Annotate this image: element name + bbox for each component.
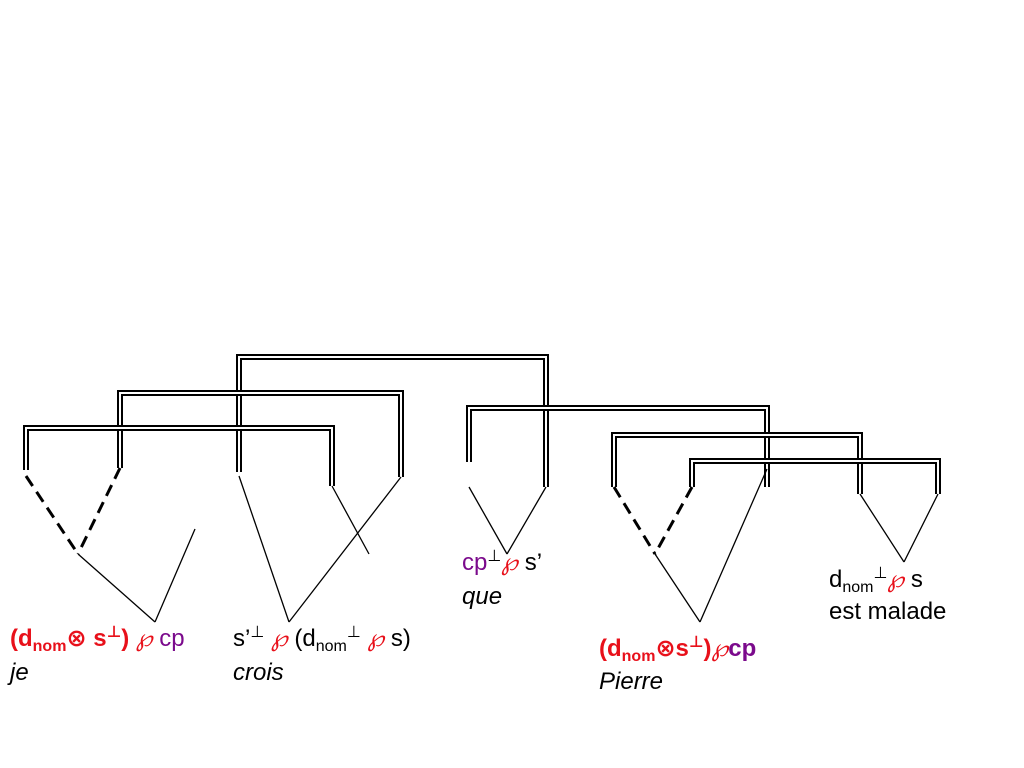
word-est-malade: est malade [829, 598, 947, 625]
tensor-edge-2 [612, 486, 657, 555]
axiom-link-4 [611, 432, 863, 494]
par-icon: ℘ [887, 565, 905, 593]
par-icon: ℘ [501, 548, 519, 576]
tree-edge-9 [859, 493, 905, 563]
axiom-link-gap-3 [468, 407, 768, 487]
par-icon: ℘ [135, 624, 153, 652]
tree-edge-4 [331, 485, 370, 555]
tree-edge-7 [654, 553, 701, 623]
axiom-link-gap-0 [238, 356, 547, 487]
tree-edge-8 [699, 468, 768, 623]
word-crois: crois [233, 659, 284, 686]
tree-edge-2 [238, 475, 290, 623]
axiom-link-5 [689, 458, 941, 494]
axiom-link-1 [117, 390, 404, 477]
tensor-edge-0 [24, 475, 80, 555]
axiom-link-2 [23, 425, 335, 486]
formula-pierre: (dnom⊗s⊥)℘cp [599, 634, 757, 665]
par-icon: ℘ [270, 624, 288, 652]
tree-edge-3 [288, 476, 402, 623]
tree-edge-1 [154, 528, 196, 623]
axiom-links [23, 354, 941, 494]
axiom-link-0 [236, 354, 549, 487]
word-que: que [462, 583, 503, 610]
axiom-link-gap-2 [25, 427, 333, 486]
word-je: je [10, 659, 29, 686]
tensor-edge-1 [76, 467, 122, 555]
trees [24, 467, 939, 623]
word-pierre: Pierre [599, 668, 664, 695]
par-icon: ℘ [711, 634, 729, 662]
formula-crois: s’⊥ ℘ (dnom⊥ ℘ s) [233, 624, 411, 655]
axiom-link-3 [466, 405, 770, 487]
tree-edge-5 [468, 486, 508, 555]
tensor-edge-3 [653, 486, 694, 555]
axiom-link-gap-4 [613, 434, 861, 494]
formula-est-malade: dnom⊥℘ s [829, 565, 923, 596]
par-icon: ℘ [367, 624, 385, 652]
tree-edge-6 [506, 486, 547, 555]
formula-que: cp⊥℘ s’ [462, 548, 543, 576]
formula-je: (dnom⊗ s⊥) ℘ cp [10, 624, 185, 655]
tree-edge-10 [903, 493, 939, 563]
axiom-link-gap-5 [691, 460, 939, 494]
tree-edge-0 [77, 553, 156, 623]
axiom-link-gap-1 [119, 392, 402, 477]
